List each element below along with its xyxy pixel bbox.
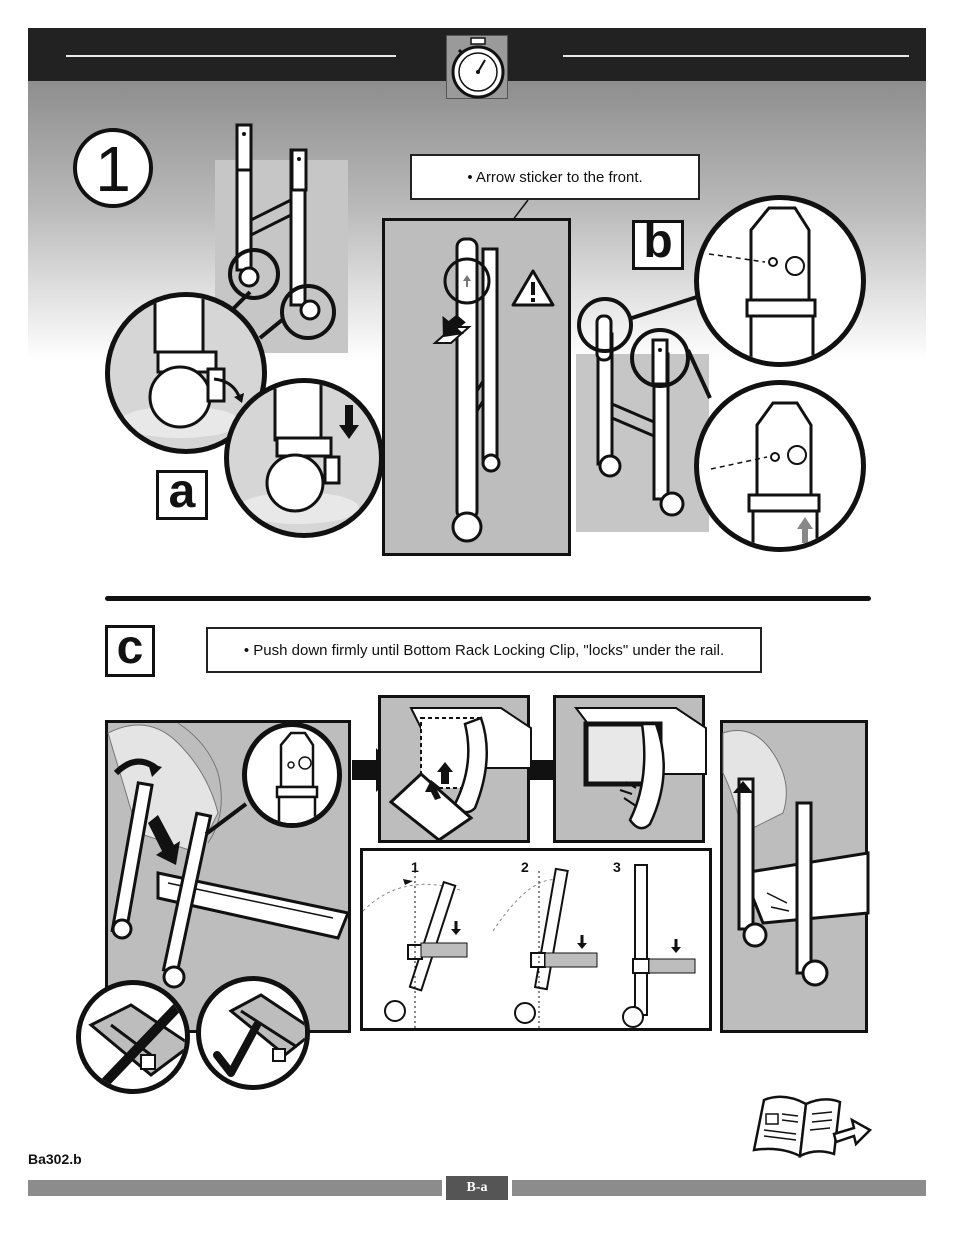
label-a: a [156,465,208,520]
document-code: Ba302.b [28,1151,82,1167]
label-b: b [632,215,684,270]
step-number-circle: 1 [73,128,153,208]
down-arrow-icon [148,815,180,865]
detail-ring-b1 [577,297,633,353]
next-page-arrow-icon [832,1117,873,1147]
frame-illustration-b [576,332,709,532]
detail-leader-lines-b [631,294,712,399]
locking-sequence-panel: 1 2 3 [360,848,712,1031]
caster-locked-detail-circle [224,378,384,538]
check-mark-icon [213,1021,261,1077]
down-arrow-icon [234,393,244,403]
tube-detail-circle-bottom [694,380,866,552]
arrow-sticker-callout: • Arrow sticker to the front. [410,154,700,200]
label-b-text: b [643,215,673,268]
sequence-step-1: 1 [411,859,419,875]
stopwatch-icon [446,35,508,99]
push-down-text: • Push down firmly until Bottom Rack Loc… [243,641,725,659]
rack-installed-panel [720,720,870,1033]
incorrect-rail-profile-circle [76,980,190,1094]
clip-locked-panel [553,695,707,843]
sequence-step-2: 2 [521,859,529,875]
tube-detail-circle-c [242,722,342,828]
correct-rail-profile-circle [196,976,310,1090]
page-number: B-a [446,1176,508,1200]
footer-bar-right [512,1180,926,1196]
detail-leader-line-c [204,802,248,836]
open-book-icon [752,1095,873,1159]
caster-lock-detail-circle [105,292,267,454]
arrow-sticker-text: • Arrow sticker to the front. [467,168,643,186]
detail-ring-2 [280,284,336,340]
push-down-callout: • Push down firmly until Bottom Rack Loc… [206,627,762,673]
frame-tube-top-2 [290,148,308,192]
step-number: 1 [95,133,131,205]
prohibited-cross-icon [91,991,185,1089]
clip-engage-panel [378,695,532,843]
section-divider [105,596,871,601]
sequence-step-3: 3 [613,859,621,875]
footer-bar-left [28,1180,442,1196]
sticker-orientation-panel [382,218,571,556]
label-a-text: a [168,465,196,518]
header-rule-right [563,55,909,57]
label-c: c [105,621,155,677]
tube-detail-circle-top [694,195,866,367]
header-rule-left [66,55,396,57]
warning-icon [511,269,555,307]
frame-tube-top [235,123,253,172]
detail-ring-1 [228,248,280,300]
down-arrow-icon [345,405,353,427]
label-c-text: c [116,621,144,674]
detail-ring-b2 [630,328,690,388]
